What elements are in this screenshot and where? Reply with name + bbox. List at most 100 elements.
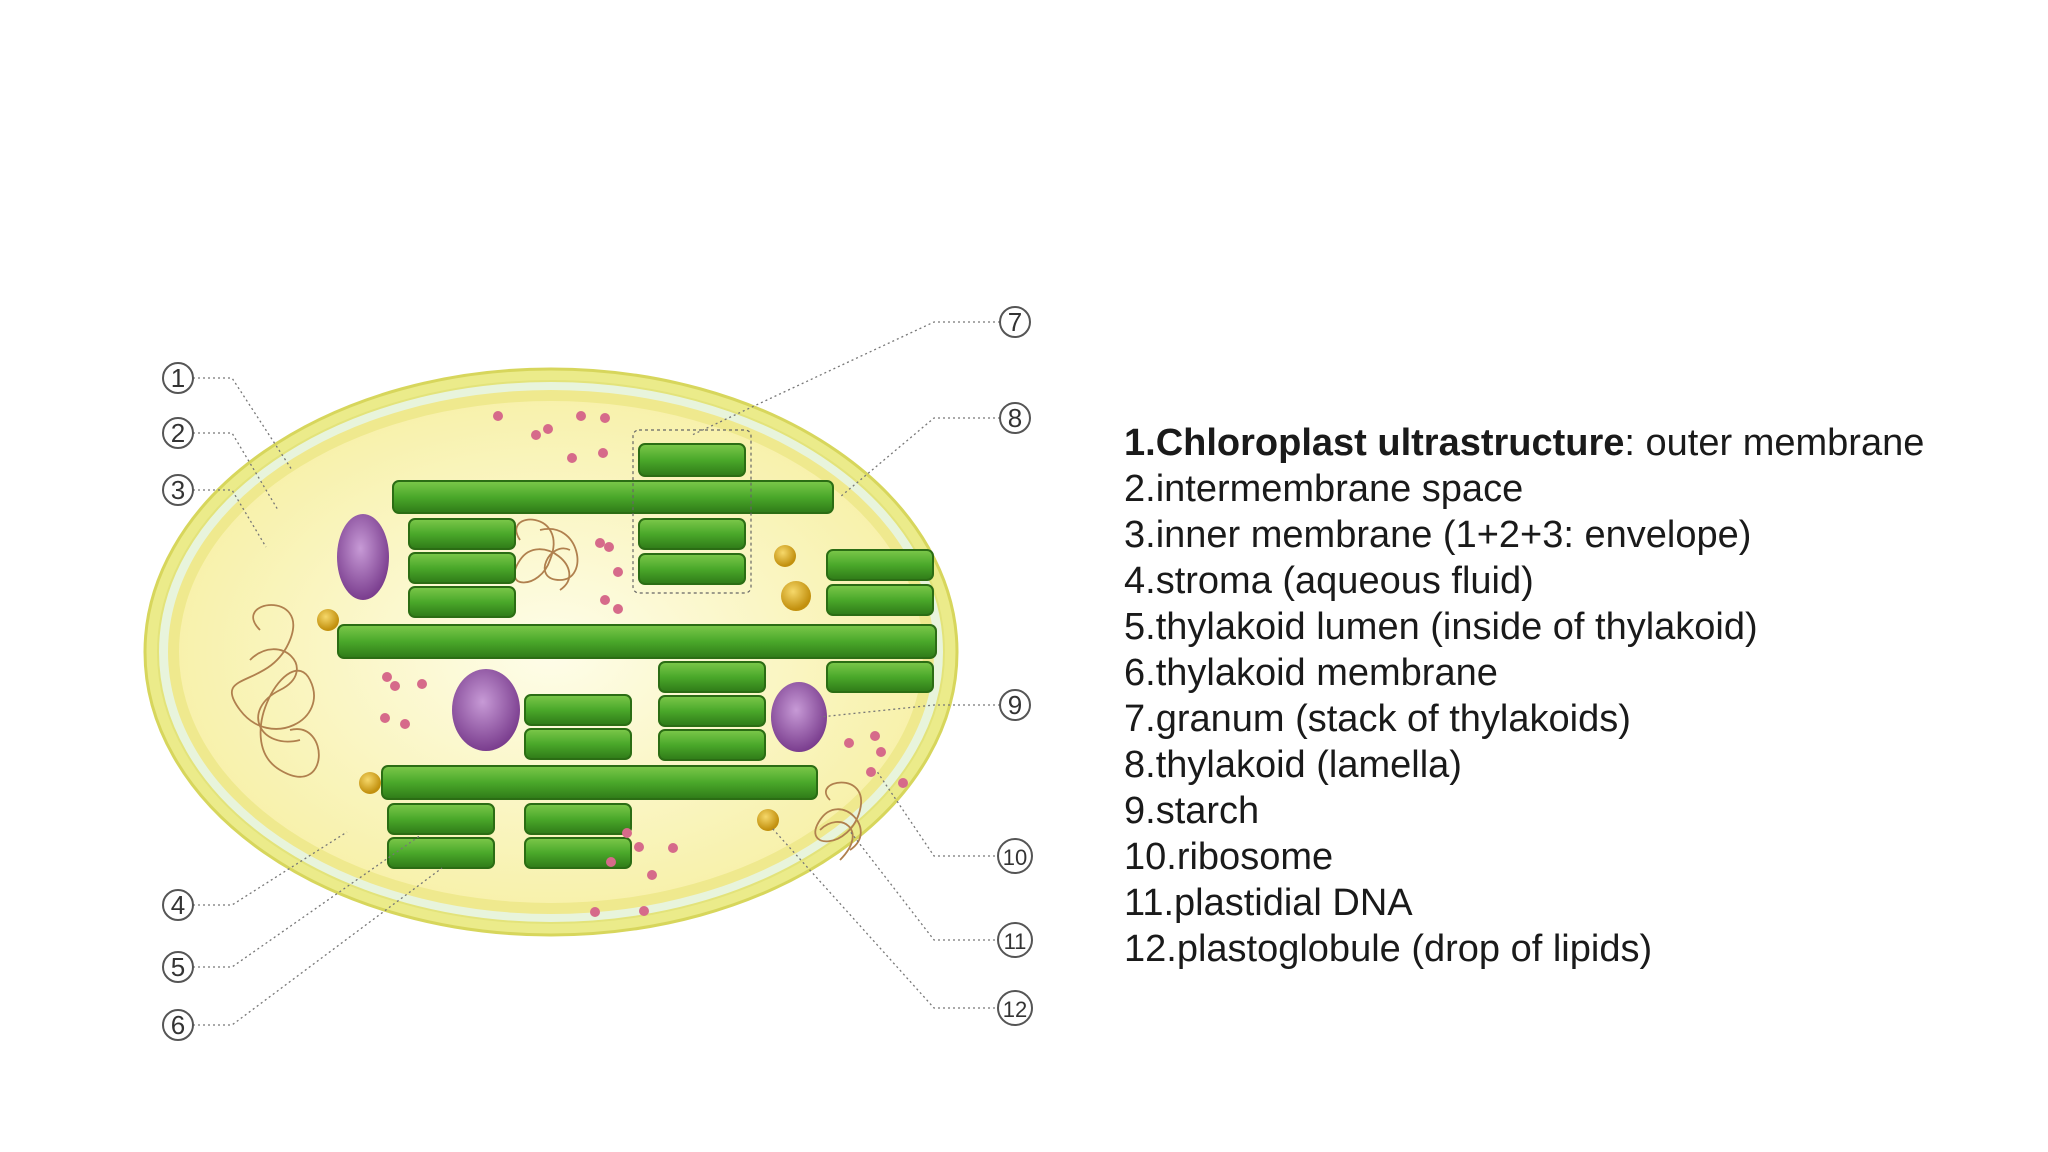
- ribosome: [898, 778, 908, 788]
- legend-item-text: 10.ribosome: [1124, 836, 1334, 878]
- thylakoid-system: [337, 443, 937, 869]
- ribosome: [613, 604, 623, 614]
- legend-item-text: 9.starch: [1124, 790, 1260, 832]
- legend-item-title: 1.Chloroplast ultrastructure: [1124, 422, 1625, 464]
- legend-item: 9.starch: [1124, 788, 2024, 834]
- plastoglobule: [317, 609, 339, 631]
- starch-granule: [337, 514, 389, 600]
- callout-9-label: 9: [1008, 690, 1022, 720]
- legend-item: 7.granum (stack of thylakoids): [1124, 696, 2024, 742]
- legend-item: 4.stroma (aqueous fluid): [1124, 558, 2024, 604]
- callout-5: 5: [162, 951, 194, 983]
- ribosome: [576, 411, 586, 421]
- callout-7: 7: [999, 306, 1031, 338]
- ribosome: [639, 906, 649, 916]
- callout-9: 9: [999, 689, 1031, 721]
- granum-thylakoid: [826, 584, 934, 616]
- legend-item-text: 6.thylakoid membrane: [1124, 652, 1498, 694]
- callout-3: 3: [162, 474, 194, 506]
- callout-4-label: 4: [171, 890, 185, 920]
- ribosome: [567, 453, 577, 463]
- granum-thylakoid: [658, 729, 766, 761]
- ribosome: [613, 567, 623, 577]
- granum-thylakoid: [524, 694, 632, 726]
- legend-item: 11.plastidial DNA: [1124, 880, 2024, 926]
- legend-item-text: 8.thylakoid (lamella): [1124, 744, 1462, 786]
- callout-7-label: 7: [1008, 307, 1022, 337]
- granum-thylakoid: [638, 443, 746, 477]
- granum-thylakoid: [408, 586, 516, 618]
- granum-thylakoid: [658, 661, 766, 693]
- callout-3-label: 3: [171, 475, 185, 505]
- legend-item-text: 7.granum (stack of thylakoids): [1124, 698, 1631, 740]
- granum-thylakoid: [524, 837, 632, 869]
- ribosome: [543, 424, 553, 434]
- starch-granule: [452, 669, 520, 751]
- callouts-right: 7 8 9 10 11 12: [997, 306, 1033, 1026]
- ribosome: [493, 411, 503, 421]
- ribosome: [400, 719, 410, 729]
- legend-item-text: 4.stroma (aqueous fluid): [1124, 560, 1534, 602]
- legend-item: 8.thylakoid (lamella): [1124, 742, 2024, 788]
- callout-2-label: 2: [171, 418, 185, 448]
- leader-lines: [178, 321, 1015, 1026]
- granum-thylakoid: [408, 518, 516, 550]
- ribosome: [876, 747, 886, 757]
- legend-item-text: 3.inner membrane (1+2+3: envelope): [1124, 514, 1752, 556]
- callout-12-label: 12: [1003, 997, 1027, 1022]
- ribosome: [870, 731, 880, 741]
- callout-2: 2: [162, 417, 194, 449]
- ribosome: [866, 767, 876, 777]
- ribosome: [390, 681, 400, 691]
- ribosome: [531, 430, 541, 440]
- stroma-lamella: [392, 480, 834, 514]
- granum-thylakoid: [387, 803, 495, 835]
- legend-item: 1.Chloroplast ultrastructure: outer memb…: [1124, 420, 2024, 466]
- granum-thylakoid: [658, 695, 766, 727]
- ribosome: [647, 870, 657, 880]
- callout-6: 6: [162, 1009, 194, 1041]
- ribosome: [598, 448, 608, 458]
- plastoglobule: [781, 581, 811, 611]
- ribosome: [382, 672, 392, 682]
- ribosome: [606, 857, 616, 867]
- starch-granule: [771, 682, 827, 752]
- ribosome: [604, 542, 614, 552]
- ribosome: [595, 538, 605, 548]
- starch-granules: [337, 514, 827, 752]
- legend-item: 2.intermembrane space: [1124, 466, 2024, 512]
- granum-thylakoid: [826, 549, 934, 581]
- legend-item-text: 12.plastoglobule (drop of lipids): [1124, 928, 1653, 970]
- plastoglobule: [359, 772, 381, 794]
- legend-item-text: 11.plastidial DNA: [1124, 882, 1413, 924]
- callout-11-label: 11: [1004, 929, 1027, 954]
- ribosome: [622, 828, 632, 838]
- ribosome: [668, 843, 678, 853]
- callout-10: 10: [997, 838, 1033, 874]
- granum-thylakoid: [638, 553, 746, 585]
- ribosome: [600, 413, 610, 423]
- plastidial-dna: [231, 518, 863, 861]
- legend-item-text: 2.intermembrane space: [1124, 468, 1524, 510]
- legend-item-text: 5.thylakoid lumen (inside of thylakoid): [1124, 606, 1758, 648]
- callout-4: 4: [162, 889, 194, 921]
- callout-6-label: 6: [171, 1010, 185, 1040]
- ribosome: [634, 842, 644, 852]
- legend-item: 10.ribosome: [1124, 834, 2024, 880]
- granum-thylakoid: [524, 728, 632, 760]
- ribosome: [380, 713, 390, 723]
- legend-item-text: : outer membrane: [1624, 422, 1925, 464]
- ribosome: [600, 595, 610, 605]
- legend-item: 3.inner membrane (1+2+3: envelope): [1124, 512, 2024, 558]
- legend-item: 6.thylakoid membrane: [1124, 650, 2024, 696]
- ribosome: [844, 738, 854, 748]
- callout-1-label: 1: [171, 363, 185, 393]
- callout-11: 11: [997, 922, 1033, 958]
- callout-1: 1: [162, 362, 194, 394]
- callout-8: 8: [999, 402, 1031, 434]
- legend-item: 5.thylakoid lumen (inside of thylakoid): [1124, 604, 2024, 650]
- callouts-left: 1 2 3 4 5 6: [162, 362, 194, 1041]
- ribosome: [590, 907, 600, 917]
- callout-5-label: 5: [171, 952, 185, 982]
- plastoglobules: [317, 545, 811, 831]
